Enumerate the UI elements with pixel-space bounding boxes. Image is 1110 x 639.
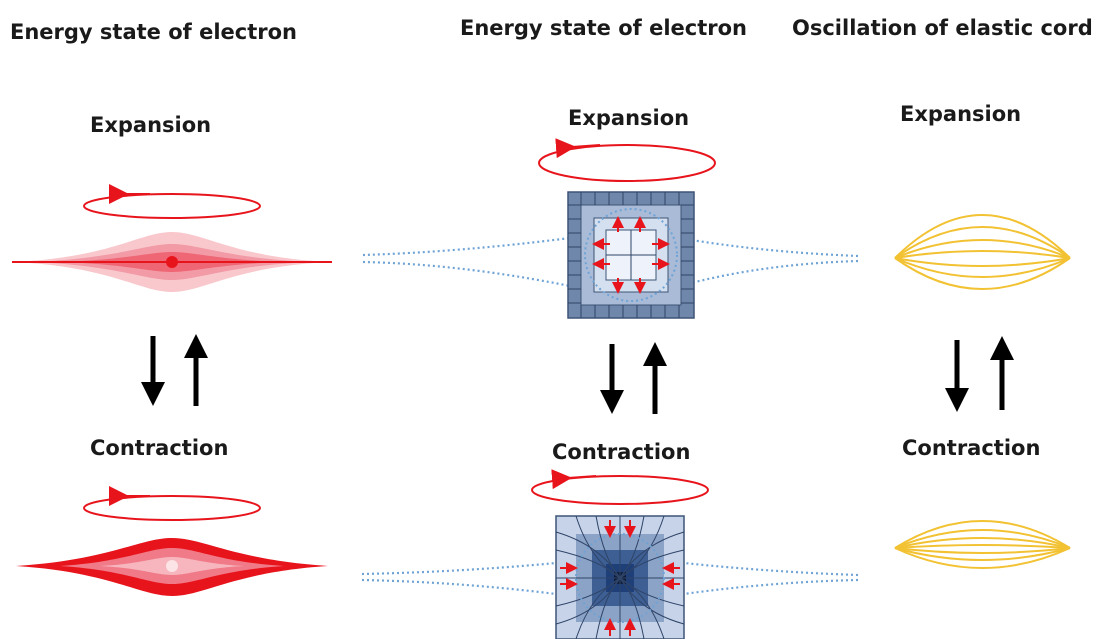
rotation-loop-icon [83,495,261,521]
dotted-field-line-left [362,236,571,288]
rotation-loop-icon [538,144,716,182]
up-arrow-icon [184,334,208,406]
down-arrow-icon [141,336,165,406]
rotation-arrow-icon [555,138,601,159]
column-1-contraction-label: Contraction [90,436,229,460]
down-arrow-icon [945,340,969,412]
space-grid-contracted [361,469,859,639]
column-3-title: Oscillation of elastic cord [792,16,1093,40]
electron-expanded [12,184,332,292]
rotation-arrow-icon [551,469,597,490]
column-2-expansion-label: Expansion [568,106,690,130]
dotted-field-line-right [683,561,859,596]
inward-pressure-arrows [560,520,680,636]
rotation-loop-icon [83,193,261,219]
up-arrow-icon [990,336,1014,410]
up-arrow-icon [643,342,667,414]
column-1-expansion-label: Expansion [90,113,212,137]
rotation-loop-icon [531,475,709,505]
column-3-contraction-label: Contraction [902,436,1041,460]
dotted-field-line-right [679,236,859,288]
outward-pressure-arrows [592,216,670,294]
dotted-field-line-left [361,561,557,596]
elastic-cord-expanded [894,214,1071,290]
column-2-contraction-label: Contraction [552,440,691,464]
column-3-expansion-label: Expansion [900,102,1022,126]
electron-core [166,256,178,268]
column-2-title: Energy state of electron [460,16,748,40]
electron-core [166,560,178,572]
space-grid-expanded [362,138,859,319]
electron-contracted [16,486,328,596]
elastic-cord-contracted [894,520,1071,569]
column-1-title: Energy state of electron [10,20,298,44]
down-arrow-icon [600,344,624,414]
